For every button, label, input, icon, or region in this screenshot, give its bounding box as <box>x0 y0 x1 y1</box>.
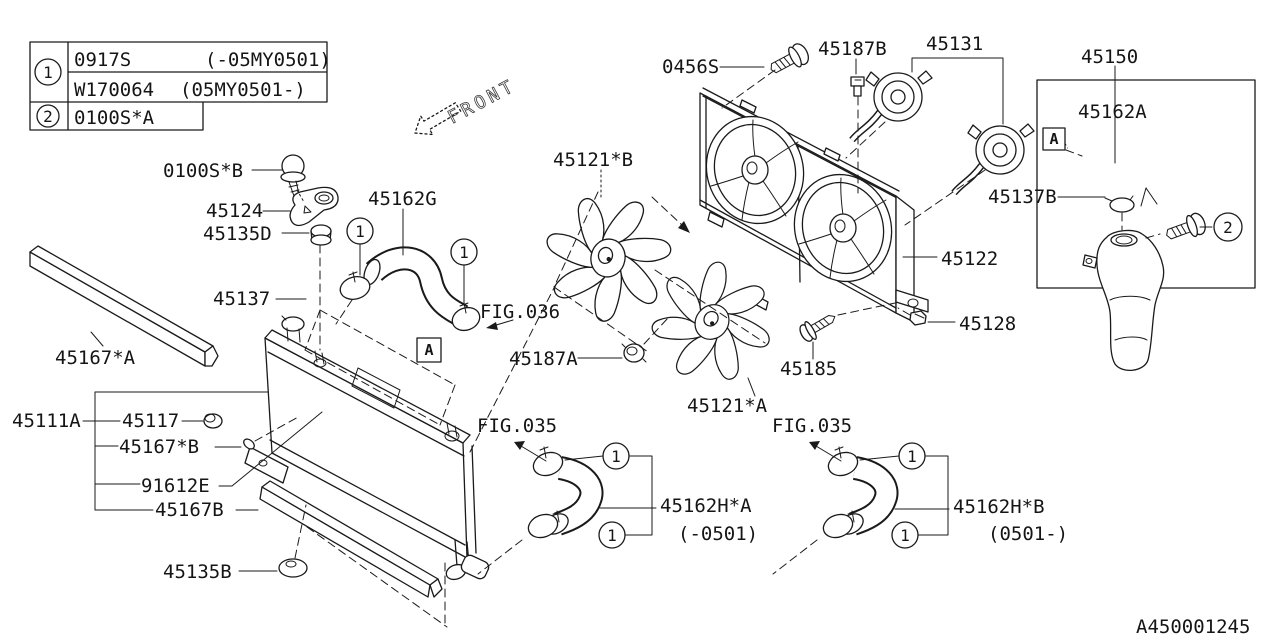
nut-45187a-drawing <box>621 343 647 363</box>
callout-1: 1 <box>907 447 917 466</box>
hose-clamp <box>451 306 481 332</box>
legend-part-0100sa: 0100S*A <box>74 107 155 129</box>
front-direction-marker: FRONT <box>414 75 520 136</box>
figure-ref-035-right: FIG.035 <box>772 415 852 437</box>
part-label-45122: 45122 <box>941 248 998 270</box>
part-label-45150: 45150 <box>1081 46 1138 68</box>
part-label-45187b: 45187B <box>818 38 887 60</box>
upper-hose-drawing <box>339 246 481 332</box>
callout-2: 2 <box>1223 218 1233 237</box>
fan-motor-drawing <box>951 123 1035 196</box>
part-label-45131: 45131 <box>926 33 983 55</box>
part-label-45167b-star: 45167*B <box>119 436 199 458</box>
part-label-45137b: 45137B <box>988 186 1057 208</box>
fan-motor-drawing <box>849 70 933 143</box>
part-label-45117: 45117 <box>122 410 179 432</box>
part-label-45121b: 45121*B <box>553 149 633 171</box>
callout-a: A <box>1049 130 1058 148</box>
callout-1: 1 <box>611 447 621 466</box>
leader-lines <box>82 57 1213 572</box>
part-note-45162ha: (-0501) <box>678 523 758 545</box>
part-label-45162a: 45162A <box>1078 101 1147 123</box>
legend-ref1: 1 <box>43 63 53 82</box>
callout-1: 1 <box>459 243 469 262</box>
part-label-45162ha: 45162H*A <box>660 495 752 517</box>
part-label-45167b: 45167B <box>155 499 224 521</box>
part-label-0456s: 0456S <box>662 56 719 78</box>
legend-note-0917s: (-05MY0501) <box>205 49 331 71</box>
mount-bolt-bracket-drawing <box>280 154 339 246</box>
part-label-45187a: 45187A <box>509 348 578 370</box>
clip-45187b-drawing <box>850 76 865 97</box>
part-label-45162g: 45162G <box>368 188 437 210</box>
part-label-45137: 45137 <box>213 288 270 310</box>
part-label-45135b: 45135B <box>163 561 232 583</box>
part-labels: 0100S*B 45124 45135D 45162G 45137 45167*… <box>12 33 1250 638</box>
plug-45128-drawing <box>909 310 927 326</box>
legend-ref1-circle <box>34 58 62 86</box>
part-label-45167a: 45167*A <box>55 347 136 369</box>
hose-clamp <box>527 513 559 539</box>
hose-clamp <box>822 513 854 539</box>
callout-1: 1 <box>900 526 910 545</box>
figure-ref-036: FIG.036 <box>480 301 560 323</box>
legend-ref2-circle <box>36 104 60 128</box>
fan-blade-45121b-drawing <box>546 197 672 322</box>
callout-1: 1 <box>607 526 617 545</box>
lower-hose-right-drawing <box>822 446 899 539</box>
construction-lines <box>254 69 1161 629</box>
screw-45185-drawing <box>799 315 836 342</box>
radiator-drawing <box>203 315 490 598</box>
callout-1: 1 <box>355 222 365 241</box>
figure-ref-035-left: FIG.035 <box>477 415 557 437</box>
part-label-45124: 45124 <box>206 200 263 222</box>
part-label-45128: 45128 <box>959 313 1016 335</box>
part-label-91612e: 91612E <box>141 475 210 497</box>
fan-shroud-drawing <box>699 87 929 323</box>
front-label: FRONT <box>444 75 519 128</box>
legend-note-w170064: (05MY0501-) <box>180 79 306 101</box>
part-note-45162hb: (0501-) <box>988 523 1068 545</box>
bolt-0456s-drawing <box>770 43 810 74</box>
legend-ref2: 2 <box>43 107 53 126</box>
callout-markers: 1 1 1 1 1 1 2 A A <box>346 127 1243 549</box>
part-label-0100sb: 0100S*B <box>163 160 243 182</box>
seal-bar-45167a-drawing <box>29 245 219 367</box>
drawing-id: A450001245 <box>1136 616 1250 638</box>
legend-table: 1 2 0917S (-05MY0501) W170064 (05MY0501-… <box>29 41 331 131</box>
hose-clamp <box>339 276 371 300</box>
fan-blade-45121a-drawing <box>651 261 770 380</box>
part-label-45135d: 45135D <box>203 223 272 245</box>
part-label-45111a: 45111A <box>12 410 81 432</box>
front-arrow-icon <box>414 102 462 136</box>
legend-part-0917s: 0917S <box>74 49 131 71</box>
legend-part-w170064: W170064 <box>74 79 154 101</box>
drain-plug-drawing <box>278 558 308 578</box>
part-label-45121a: 45121*A <box>687 395 768 417</box>
reservoir-tank-group-drawing <box>1036 79 1256 371</box>
lower-hose-left-drawing <box>527 446 604 539</box>
part-label-45185: 45185 <box>780 358 837 380</box>
callout-a: A <box>424 341 433 359</box>
part-label-45162hb: 45162H*B <box>953 496 1045 518</box>
